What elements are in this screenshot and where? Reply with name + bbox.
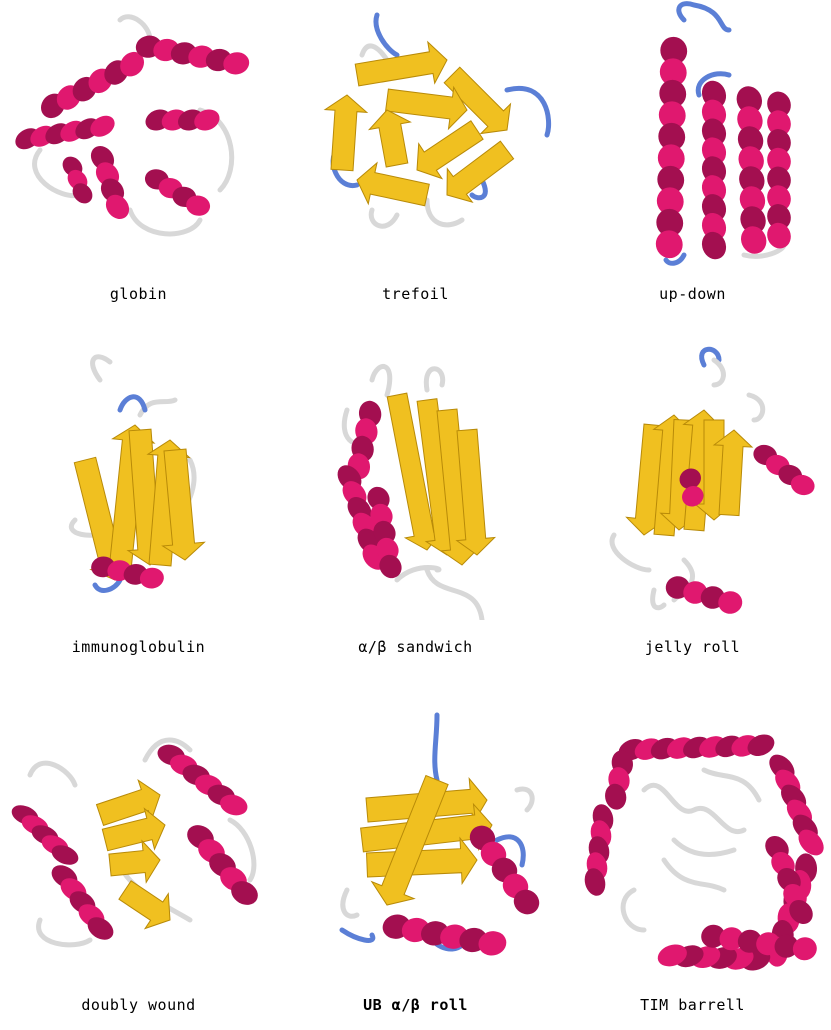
helix	[143, 167, 212, 217]
label-ub-alpha-beta-roll: UB α/β roll	[277, 996, 554, 1014]
helix	[155, 741, 250, 818]
helix	[36, 47, 149, 123]
strand-arrow	[325, 95, 367, 171]
structure-globin	[0, 0, 277, 280]
label-tim-barrell: TIM barrell	[554, 996, 831, 1014]
label-doubly-wound: doubly wound	[0, 996, 277, 1014]
helix	[380, 912, 508, 958]
helix	[652, 33, 691, 262]
fold-cell-doubly-wound: doubly wound	[0, 690, 277, 1030]
structure-jelly-roll	[554, 340, 831, 620]
strand-arrow	[119, 881, 170, 929]
helix	[615, 730, 778, 764]
helix-turn	[763, 219, 794, 252]
helix-turn	[744, 730, 778, 760]
label-immunoglobulin: immunoglobulin	[0, 638, 277, 656]
fold-cell-ub-alpha-beta-roll: UB α/β roll	[277, 690, 554, 1030]
helix	[9, 801, 82, 868]
helix-turn	[737, 222, 771, 258]
fold-cell-globin: globin	[0, 0, 277, 340]
helix	[183, 820, 262, 909]
helix-turn	[698, 228, 730, 263]
structure-up-down	[554, 0, 831, 280]
helix	[134, 33, 251, 76]
helix	[142, 106, 222, 134]
structure-ub-alpha-beta-roll	[277, 690, 554, 980]
helix	[603, 749, 635, 812]
structure-trefoil	[277, 0, 554, 280]
helix	[698, 77, 730, 263]
fold-cell-trefoil: trefoil	[277, 0, 554, 340]
helix	[665, 575, 744, 615]
label-alpha-beta-sandwich: α/β sandwich	[277, 638, 554, 656]
helix	[763, 88, 794, 252]
fold-cell-tim-barrell: TIM barrell	[554, 690, 831, 1030]
fold-cell-immunoglobulin: immunoglobulin	[0, 340, 277, 680]
fold-cell-alpha-beta-sandwich: α/β sandwich	[277, 340, 554, 680]
helix	[751, 442, 817, 498]
structure-immunoglobulin	[0, 340, 277, 620]
label-jelly-roll: jelly roll	[554, 638, 831, 656]
label-trefoil: trefoil	[277, 285, 554, 303]
label-up-down: up-down	[554, 285, 831, 303]
coil-loop	[623, 770, 759, 930]
helix	[582, 802, 617, 898]
helix	[47, 861, 117, 945]
structure-tim-barrell	[554, 690, 831, 980]
structure-doubly-wound	[0, 690, 277, 980]
helix	[59, 153, 97, 208]
helix	[86, 141, 134, 223]
fold-cell-up-down: up-down	[554, 0, 831, 340]
helix	[732, 82, 770, 258]
strand-arrow	[369, 110, 410, 167]
structure-alpha-beta-sandwich	[277, 340, 554, 620]
fold-cell-jelly-roll: jelly roll	[554, 340, 831, 680]
label-globin: globin	[0, 285, 277, 303]
